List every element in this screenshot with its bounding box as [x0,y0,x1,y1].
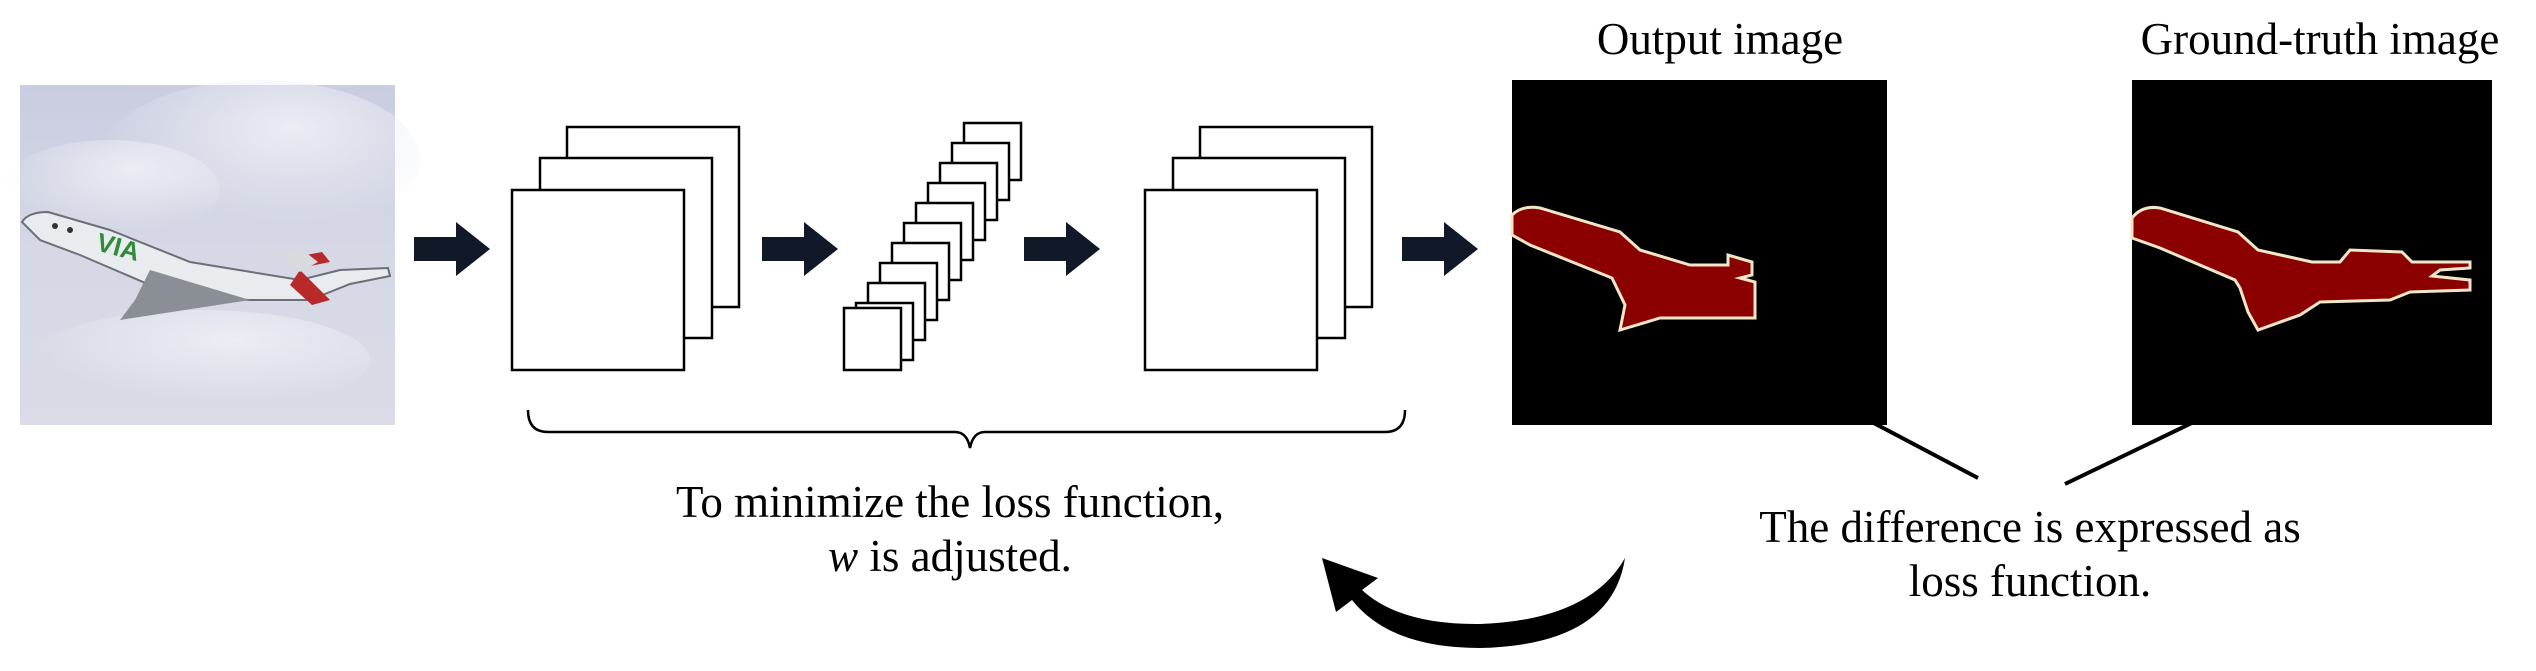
bottleneck-feature-maps [842,121,1023,372]
arrow-right-icon [414,222,490,276]
output-image-title: Output image [1596,14,1844,64]
arrow-right-icon [762,222,838,276]
arrow-right-icon [1024,222,1100,276]
decoder-feature-maps [1143,125,1374,372]
minimize-caption-line1: To minimize the loss function, [675,477,1225,527]
difference-caption: The difference is expressed as loss func… [1620,500,2440,608]
output-connector-line [1867,418,1979,480]
minimize-caption-line2-rest: is adjusted. [858,531,1072,581]
minimize-caption-line2: w is adjusted. [540,529,1360,583]
arrow-right-icon [1402,222,1478,276]
ground-truth-segmentation-image [2130,80,2492,425]
difference-caption-line2: loss function. [1908,556,2152,606]
feedback-arrow-icon [1322,558,1625,648]
network-brace [526,409,1407,449]
input-airplane-photo: VIA [0,80,420,425]
output-segmentation-image [1510,80,1887,425]
ground-truth-image-title: Ground-truth image [2140,14,2500,64]
minimize-caption: To minimize the loss function, w is adju… [540,475,1360,583]
weight-variable: w [828,531,859,581]
encoder-feature-maps [510,125,741,372]
ground-truth-connector-line [2064,418,2199,486]
airplane-icon: VIA [20,210,392,320]
difference-caption-line1: The difference is expressed as [1759,502,2301,552]
